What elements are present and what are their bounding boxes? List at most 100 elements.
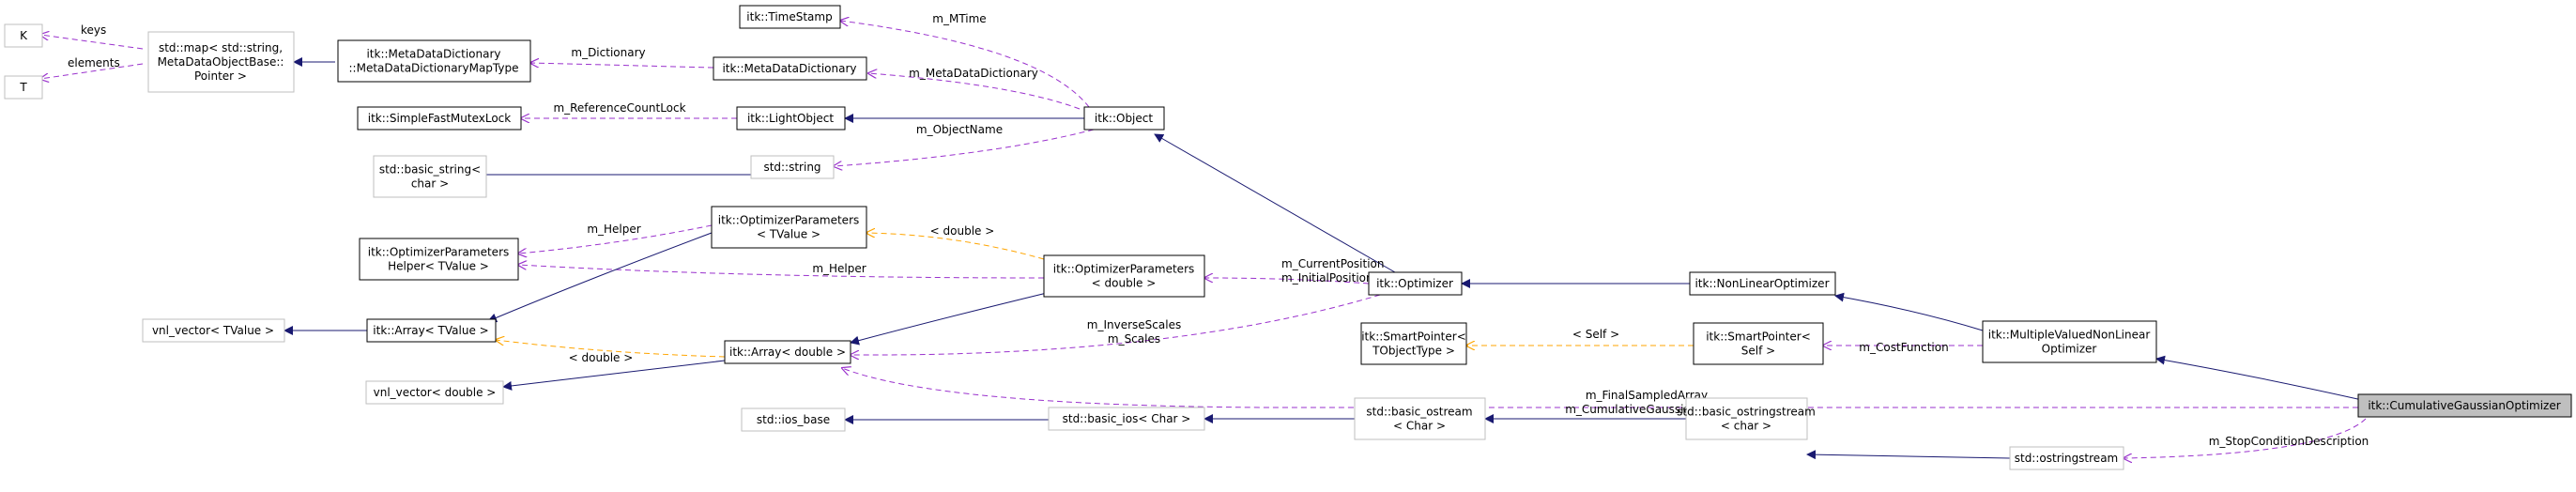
node-optimizer-params-double[interactable]: itk::OptimizerParameters< double > — [1043, 254, 1205, 298]
node-optimizer-params-tvalue[interactable]: itk::OptimizerParameters< TValue > — [711, 206, 867, 249]
node-smart-pointer-self[interactable]: itk::SmartPointer<Self > — [1693, 322, 1824, 365]
text-line: std::basic_string< — [379, 163, 481, 177]
node-label: std::map< std::string,MetaDataObjectBase… — [158, 41, 284, 83]
edge-inverse-scales — [851, 294, 1381, 355]
node-vnl-vector-double[interactable]: vnl_vector< double > — [365, 380, 504, 405]
node-nonlinear-optimizer[interactable]: itk::NonLinearOptimizer — [1689, 271, 1836, 296]
label-keys: keys — [81, 23, 106, 37]
text-line: itk::OptimizerParameters — [718, 214, 860, 227]
text-line: std::ostringstream — [2015, 452, 2119, 465]
text-line: m_CurrentPosition — [1281, 257, 1384, 270]
edge-m-helper-1 — [518, 224, 713, 254]
text-line: Pointer > — [194, 69, 247, 83]
node-label: std::ios_base — [757, 413, 830, 426]
text-line: itk::SmartPointer< — [1361, 331, 1466, 344]
edge-inherit-array-double — [850, 292, 1048, 346]
label-self-tmpl: < Self > — [1572, 328, 1619, 341]
node-cumulative-gaussian-optimizer[interactable]: itk::CumulativeGaussianOptimizer — [2357, 393, 2572, 418]
node-array-double[interactable]: itk::Array< double > — [724, 340, 851, 364]
node-label: itk::TimeStamp — [746, 10, 832, 23]
text-line: m_InverseScales — [1087, 318, 1181, 331]
text-line: keys — [81, 23, 106, 37]
edge-inherit-basic-ostringstream — [1806, 450, 2011, 460]
node-label: itk::NonLinearOptimizer — [1694, 277, 1829, 290]
node-meta-data-dictionary[interactable]: itk::MetaDataDictionary — [713, 56, 867, 81]
text-line: m_InitialPosition — [1281, 271, 1373, 284]
text-line: std::map< std::string, — [159, 41, 283, 54]
text-line: T — [19, 81, 27, 94]
node-label: std::basic_ios< Char > — [1063, 412, 1191, 425]
node-label: itk::Optimizer — [1376, 277, 1453, 290]
node-basic-ostringstream[interactable]: std::basic_ostringstream< char > — [1677, 397, 1816, 440]
node-label: itk::SimpleFastMutexLock — [368, 112, 512, 125]
node-vnl-vector-tvalue[interactable]: vnl_vector< TValue > — [142, 318, 285, 343]
node-optimizer[interactable]: itk::Optimizer — [1368, 271, 1463, 296]
node-label: itk::OptimizerParameters< TValue > — [718, 214, 860, 241]
edge-inherit-nonlinear — [1834, 292, 1984, 331]
label-double-params: < double > — [930, 224, 995, 238]
text-line: m_Helper — [587, 223, 640, 236]
text-line: vnl_vector< double > — [374, 386, 497, 399]
node-light-object[interactable]: itk::LightObject — [736, 106, 846, 131]
node-label: vnl_vector< double > — [374, 386, 497, 399]
label-m-objectname: m_ObjectName — [916, 123, 1003, 136]
node-label: itk::SmartPointer<TObjectType > — [1361, 331, 1466, 358]
text-line: < Char > — [1393, 420, 1446, 433]
node-label: std::string — [763, 161, 820, 174]
text-line: itk::MetaDataDictionary — [722, 62, 856, 75]
edge-stop-condition — [2124, 418, 2367, 458]
edge-inherit-array-from-params — [487, 232, 713, 323]
node-std-string[interactable]: std::string — [750, 155, 835, 179]
edge-m-dictionary — [530, 63, 714, 69]
text-line: char > — [411, 177, 449, 191]
edge-inherit-multiple-valued — [2155, 355, 2363, 401]
node-label: itk::OptimizerParameters< double > — [1053, 263, 1195, 290]
text-line: TObjectType > — [1372, 345, 1455, 358]
node-ios-base[interactable]: std::ios_base — [741, 407, 846, 432]
node-k[interactable]: K — [4, 23, 43, 48]
text-line: < Self > — [1572, 328, 1619, 341]
node-mdd-map-type[interactable]: itk::MetaDataDictionary::MetaDataDiction… — [337, 39, 531, 83]
text-line: std::basic_ostringstream — [1677, 406, 1816, 419]
node-basic-ostream[interactable]: std::basic_ostream< Char > — [1354, 397, 1486, 440]
node-object[interactable]: itk::Object — [1083, 106, 1165, 131]
node-simple-fast-mutex-lock[interactable]: itk::SimpleFastMutexLock — [357, 106, 522, 131]
node-array-tvalue[interactable]: itk::Array< TValue > — [366, 318, 497, 343]
text-line: itk::LightObject — [747, 112, 834, 125]
node-smart-pointer-tobject[interactable]: itk::SmartPointer<TObjectType > — [1360, 322, 1467, 365]
text-line: m_StopConditionDescription — [2209, 435, 2369, 448]
label-m-metadatadictionary: m_MetaDataDictionary — [909, 67, 1038, 80]
node-basic-ios[interactable]: std::basic_ios< Char > — [1048, 407, 1205, 431]
edge-template-double-array — [496, 340, 726, 358]
edge-keys — [40, 35, 144, 50]
text-line: itk::TimeStamp — [746, 10, 832, 23]
text-line: < double > — [569, 351, 634, 364]
nodes: K T std::map< std::string,MetaDataObject… — [4, 5, 2572, 470]
text-line: vnl_vector< TValue > — [152, 324, 274, 337]
text-line: elements — [68, 56, 120, 69]
node-label: std::ostringstream — [2015, 452, 2119, 465]
node-t[interactable]: T — [4, 75, 43, 100]
node-time-stamp[interactable]: itk::TimeStamp — [739, 5, 841, 29]
label-m-dictionary: m_Dictionary — [571, 46, 645, 59]
text-line: itk::Object — [1095, 112, 1153, 125]
edge-m-mtime — [840, 21, 1090, 108]
text-line: K — [20, 29, 28, 42]
label-elements: elements — [68, 56, 120, 69]
text-line: Helper< TValue > — [388, 260, 489, 273]
text-line: m_ReferenceCountLock — [553, 101, 685, 115]
node-std-map[interactable]: std::map< std::string,MetaDataObjectBase… — [147, 31, 295, 93]
edge-inherit-object — [1154, 133, 1396, 273]
node-basic-string-char[interactable]: std::basic_string<char > — [373, 155, 487, 198]
node-ostringstream[interactable]: std::ostringstream — [2009, 446, 2124, 470]
text-line: m_MetaDataDictionary — [909, 67, 1038, 80]
node-label: itk::LightObject — [747, 112, 834, 125]
text-line: itk::CumulativeGaussianOptimizer — [2368, 399, 2560, 412]
text-line: m_ObjectName — [916, 123, 1003, 136]
text-line: < double > — [930, 224, 995, 238]
